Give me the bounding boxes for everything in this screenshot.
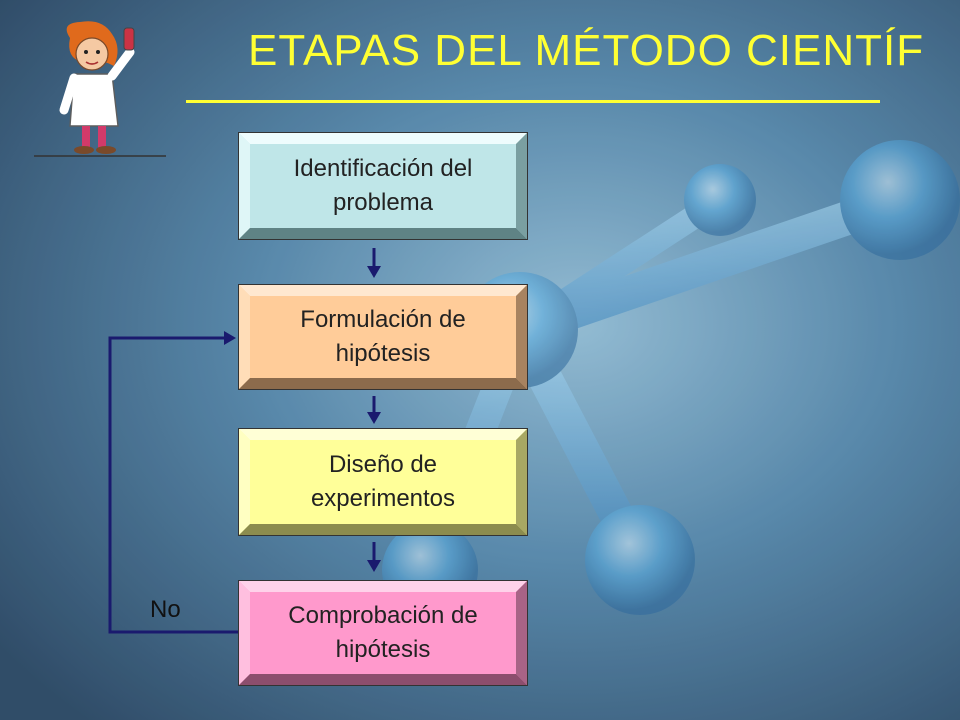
step-label: Identificación del problema	[293, 155, 473, 216]
step-label: Diseño de experimentos	[310, 451, 456, 512]
title-underline	[186, 100, 880, 103]
step-identificacion: Identificación del problema	[238, 132, 528, 240]
page-title: ETAPAS DEL MÉTODO CIENTÍF	[248, 26, 925, 75]
step-formulacion: Formulación de hipótesis	[238, 284, 528, 390]
step-label: Comprobación de hipótesis	[288, 602, 478, 663]
feedback-label: No	[150, 596, 181, 623]
step-label: Formulación de hipótesis	[300, 306, 466, 367]
step-diseno: Diseño de experimentos	[238, 428, 528, 536]
scientist-mascot-icon	[34, 21, 166, 157]
step-comprobacion: Comprobación de hipótesis	[238, 580, 528, 686]
